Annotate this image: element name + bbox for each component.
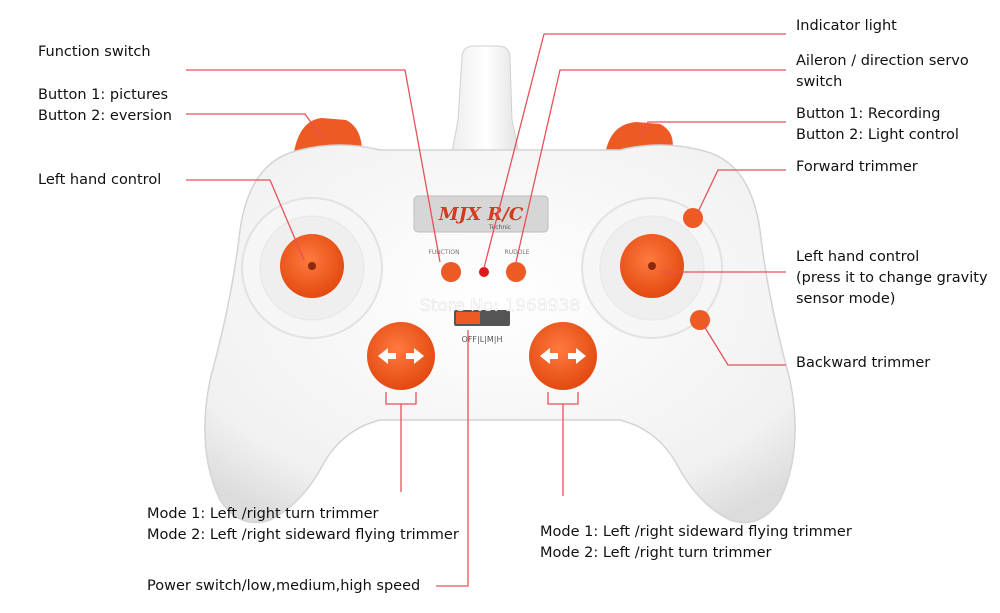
label-right-buttons: Button 1: Recording Button 2: Light cont… bbox=[796, 104, 959, 146]
leader-button-recording bbox=[639, 121, 786, 137]
label-aileron-switch: Aileron / direction servo switch bbox=[796, 51, 969, 93]
store-watermark: Store No: 1968938 bbox=[420, 296, 580, 316]
leader-aileron-switch bbox=[515, 69, 786, 263]
brand-logo: MJX R/C bbox=[438, 204, 524, 225]
label-indicator-light: Indicator light bbox=[796, 16, 897, 37]
right-trim-button bbox=[529, 322, 597, 390]
leader-forward-trimmer bbox=[697, 169, 786, 213]
button1-recording-text: Button 1: Recording bbox=[796, 106, 941, 122]
left-hand-control-text: Left hand control bbox=[38, 172, 162, 188]
function-tag: FUNCTION bbox=[428, 249, 459, 256]
brand-sub: Technic bbox=[488, 224, 511, 231]
function-button bbox=[441, 262, 461, 282]
label-backward-trimmer: Backward trimmer bbox=[796, 353, 930, 374]
left-shoulder-button bbox=[294, 118, 362, 152]
right-hand-control-line1: Left hand control bbox=[796, 249, 920, 265]
label-right-hand-control: Left hand control (press it to change gr… bbox=[796, 247, 988, 310]
aileron-line1-text: Aileron / direction servo bbox=[796, 53, 969, 69]
left-trim-button bbox=[367, 322, 435, 390]
label-left-hand-control: Left hand control bbox=[38, 170, 161, 191]
forward-trim-button bbox=[683, 208, 703, 228]
label-mode-right: Mode 1: Left /right sideward flying trim… bbox=[540, 522, 852, 564]
aileron-line2-text: switch bbox=[796, 74, 843, 90]
power-scale: OFF|L|M|H bbox=[462, 335, 503, 344]
rudder-tag: RUDDLE bbox=[505, 249, 530, 256]
power-switch-text: Power switch/low,medium,high speed bbox=[147, 578, 421, 594]
leader-backward-trimmer bbox=[703, 325, 786, 366]
logo-plate bbox=[413, 195, 549, 233]
mode-right-line2: Mode 2: Left /right turn trimmer bbox=[540, 545, 772, 561]
indicator-light bbox=[479, 267, 489, 277]
label-power-switch: Power switch/low,medium,high speed bbox=[147, 576, 420, 597]
mode-right-line1: Mode 1: Left /right sideward flying trim… bbox=[540, 524, 852, 540]
button1-pictures-text: Button 1: pictures bbox=[38, 87, 169, 103]
rudder-switch-button bbox=[506, 262, 526, 282]
leader-power-switch bbox=[436, 330, 469, 587]
indicator-light-text: Indicator light bbox=[796, 18, 897, 34]
button2-eversion-text: Button 2: eversion bbox=[38, 108, 172, 124]
leader-function-switch bbox=[186, 69, 441, 263]
backward-trim-button bbox=[690, 310, 710, 330]
leader-left-hand-control bbox=[186, 179, 305, 261]
button2-light-text: Button 2: Light control bbox=[796, 127, 959, 143]
leader-indicator-light bbox=[483, 33, 786, 269]
leader-button-pictures bbox=[186, 113, 323, 139]
label-left-buttons: Button 1: pictures Button 2: eversion bbox=[38, 85, 172, 127]
backward-trimmer-text: Backward trimmer bbox=[796, 355, 931, 371]
label-function-switch: Function switch bbox=[38, 42, 151, 63]
label-mode-left: Mode 1: Left /right turn trimmer Mode 2:… bbox=[147, 504, 459, 546]
label-forward-trimmer: Forward trimmer bbox=[796, 157, 918, 178]
right-hand-control-line2: (press it to change gravity bbox=[796, 270, 988, 286]
mode-left-line2: Mode 2: Left /right sideward flying trim… bbox=[147, 527, 459, 543]
forward-trimmer-text: Forward trimmer bbox=[796, 159, 918, 175]
function-switch-text: Function switch bbox=[38, 44, 151, 60]
right-hand-control-line3: sensor mode) bbox=[796, 291, 896, 307]
mode-left-line1: Mode 1: Left /right turn trimmer bbox=[147, 506, 379, 522]
